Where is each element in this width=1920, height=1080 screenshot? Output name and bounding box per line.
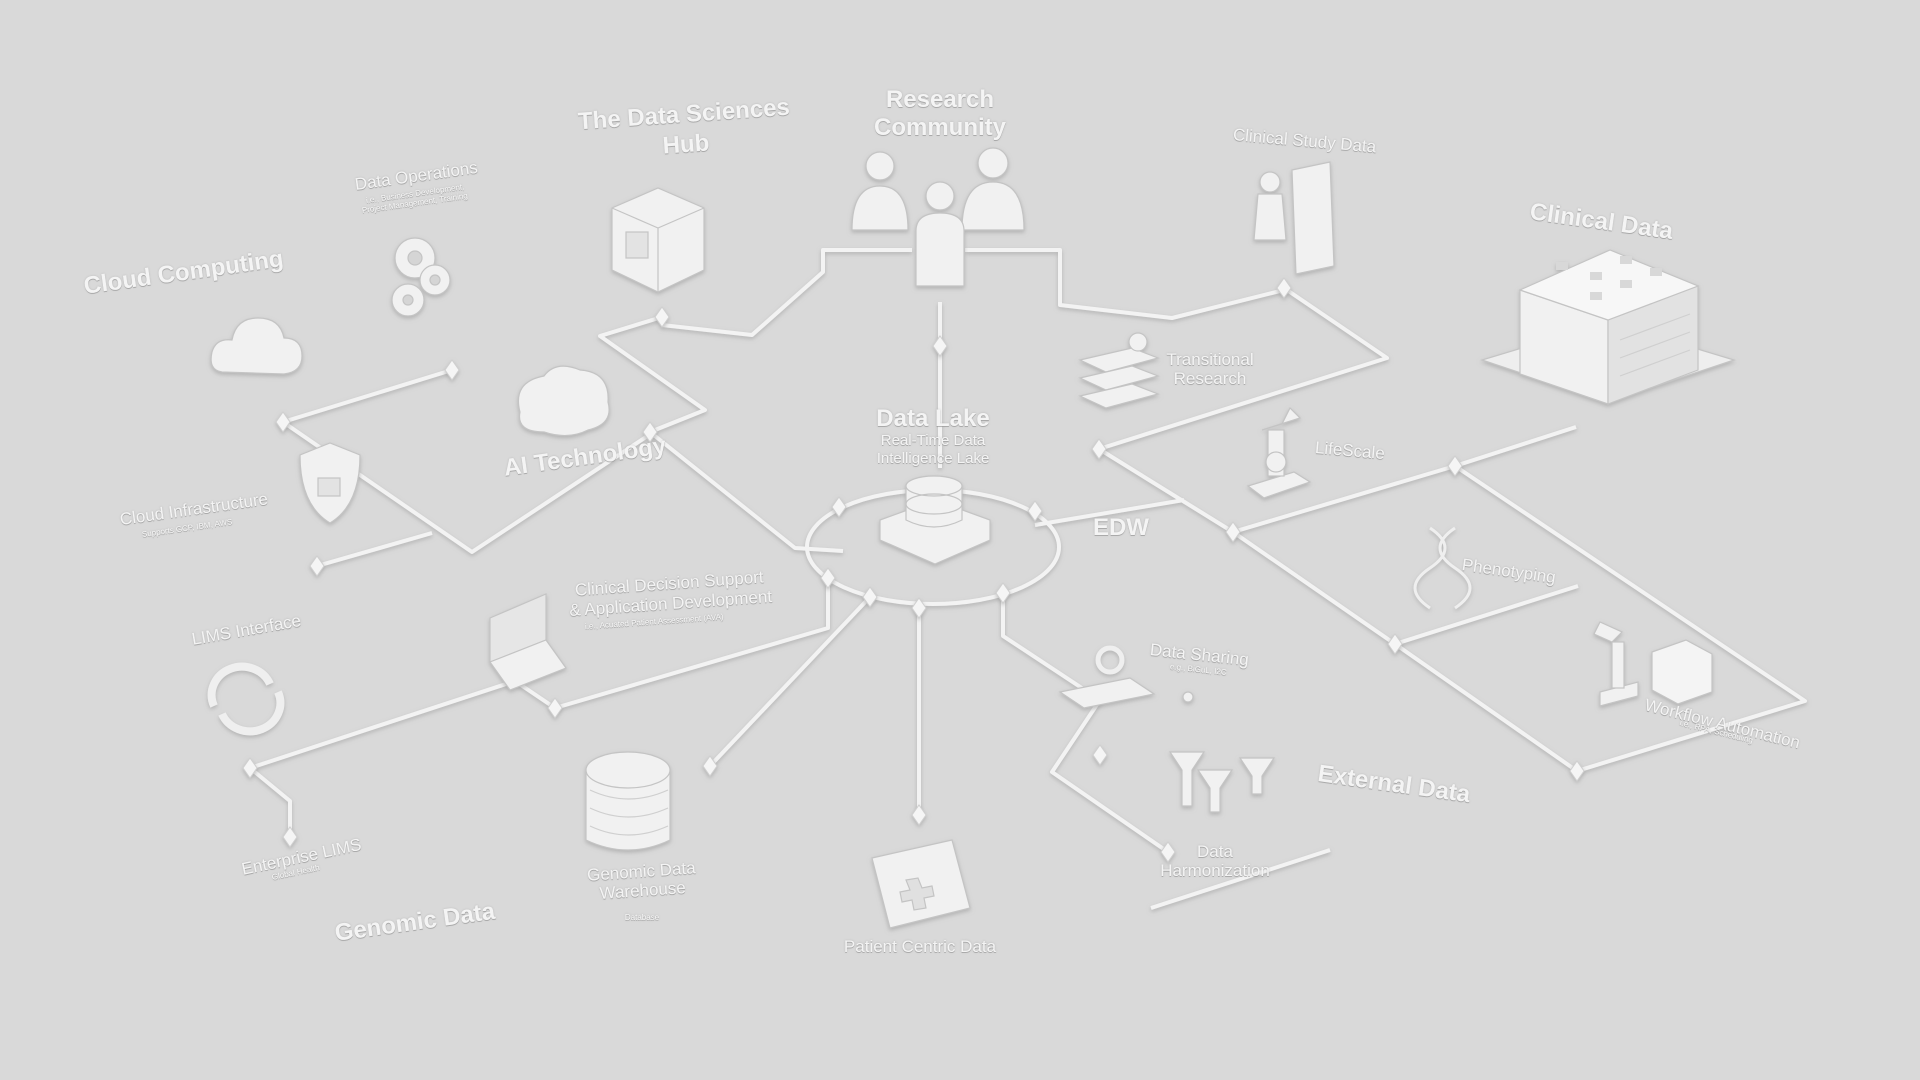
cds-link (554, 580, 830, 710)
patient-centric-data-label: Patient Centric Data (843, 937, 997, 956)
genomic-link (708, 595, 872, 768)
magnifier-book-icon (1058, 645, 1194, 709)
robot-arm-icon (1593, 621, 1713, 707)
cloud-icon (210, 317, 303, 375)
sync-arrows-icon (207, 662, 285, 736)
cloud-infra-link (316, 531, 433, 568)
database-stack-icon (879, 475, 991, 565)
clinical-grid-4 (1393, 642, 1579, 773)
genomic-database-icon (585, 751, 671, 851)
clinical-grid-2 (1231, 530, 1579, 646)
clinical-study-icon (1253, 161, 1335, 275)
research-branch-right (965, 248, 1285, 320)
data-lake-subtitle-2: Intelligence Lake (876, 450, 990, 467)
clinical-grid-3 (1453, 464, 1807, 773)
books-icon (1078, 332, 1160, 409)
cube-icon (611, 187, 705, 293)
cloud-link (282, 368, 453, 424)
transitional-link (1098, 286, 1389, 451)
edw-link (1034, 498, 1185, 527)
harmonization-underline (1150, 848, 1331, 910)
laptop-icon (489, 593, 567, 691)
connection-lines (248, 248, 1807, 910)
funnels-icon (1168, 751, 1276, 813)
data-lake-subtitle-1: Real-Time Data (880, 432, 986, 449)
dna-icon (1413, 526, 1472, 610)
clinical-grid (1097, 425, 1577, 534)
hub-link (598, 315, 844, 553)
microscope-icon (1246, 406, 1312, 499)
people-icon (851, 147, 1025, 287)
brain-icon (517, 365, 610, 437)
connector-diamonds (242, 277, 1585, 863)
research-branch-left (661, 248, 912, 337)
data-sharing-link (1001, 593, 1170, 854)
shield-lock-icon (299, 442, 361, 524)
lims-link (248, 679, 557, 837)
data-lake-title: Data Lake (876, 405, 990, 432)
edw-heading: EDW (1093, 514, 1149, 541)
research-community-heading: Research Community (874, 86, 1006, 141)
transitional-research-label: Transitional Research (1166, 350, 1254, 388)
genomic-data-warehouse-sub: Database (624, 913, 660, 922)
data-harmonization-label: Data Harmonization (1160, 842, 1270, 880)
gears-icon (391, 237, 451, 317)
hospital-building-icon (1480, 249, 1736, 405)
medical-folder-icon (871, 839, 971, 929)
